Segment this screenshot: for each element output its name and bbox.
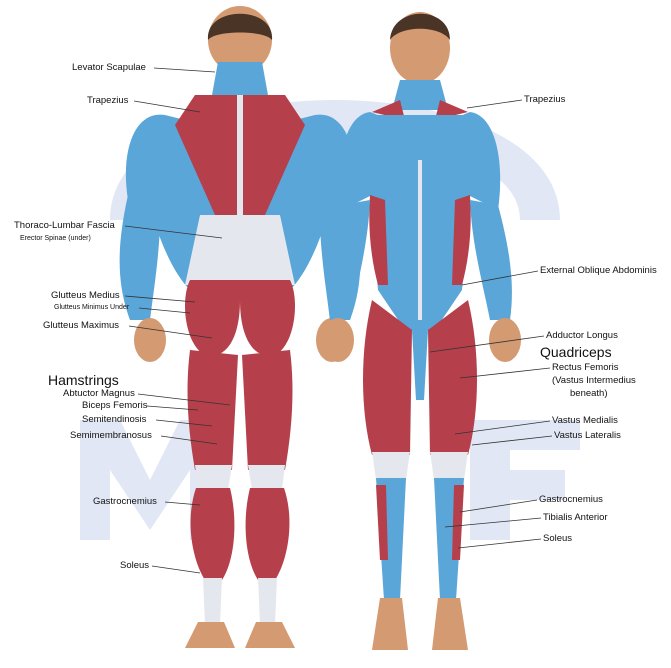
back-left-hand [134,318,166,362]
label-thoraco-lumbar-fascia: Thoraco-Lumbar Fascia [14,221,115,231]
label-levator-scapulae: Levator Scapulae [72,63,146,73]
label-quadriceps-heading: Quadriceps [540,345,612,359]
label-back-gastrocnemius: Gastrocnemius [93,497,157,507]
label-front-gastrocnemius: Gastrocnemius [539,495,603,505]
label-vastus-lateralis: Vastus Lateralis [554,431,621,441]
back-left-arm [120,190,161,320]
label-vastus-intermedius-line1: (Vastus Intermedius [552,376,636,386]
label-adductor-magnus: Abtuctor Magnus [63,389,135,399]
label-semitendinosis: Semitendinosis [82,415,146,425]
label-front-soleus: Soleus [543,534,572,544]
label-gluteus-maximus: Glutteus Maximus [43,321,119,331]
back-left-calf [191,488,235,580]
front-left-gastrocnemius [376,485,388,560]
front-right-foot [432,598,468,650]
back-thoraco-lumbar-fascia [185,215,295,285]
back-left-lower-leg [203,578,222,625]
back-right-knee [248,465,285,490]
back-right-hamstrings [242,350,292,470]
label-biceps-femoris: Biceps Femoris [82,401,147,411]
label-vastus-intermedius-line2: beneath) [570,389,608,399]
label-adductor-longus: Adductor Longus [546,331,618,341]
back-right-foot [245,622,295,648]
label-back-soleus: Soleus [120,561,149,571]
back-left-gluteus [185,280,240,356]
front-linea-alba [418,160,422,320]
front-right-knee [430,452,468,480]
leader-back-soleus [152,566,200,573]
front-left-foot [372,598,408,650]
leader-levator-scapulae [154,68,215,72]
label-back-trapezius: Trapezius [87,96,128,106]
label-external-oblique: External Oblique Abdominis [540,266,657,276]
front-adductor [412,330,428,400]
front-right-arm [470,200,512,320]
leader-front-trapezius [467,100,522,108]
label-erector-spinae: Erector Spinae (under) [20,235,91,242]
back-right-calf [246,488,290,580]
front-left-oblique [369,195,388,285]
label-semimembranosus: Semimembranosus [70,431,152,441]
leader-front-soleus [458,539,541,548]
front-left-hand [322,318,354,362]
front-right-oblique [452,195,471,285]
front-right-gastrocnemius [452,485,464,560]
label-vastus-medialis: Vastus Medialis [552,416,618,426]
back-neck [212,62,268,95]
label-rectus-femoris: Rectus Femoris [552,363,619,373]
label-front-trapezius: Trapezius [524,95,565,105]
back-left-knee [195,465,232,490]
label-tibialis-anterior: Tibialis Anterior [543,513,608,523]
front-left-knee [372,452,410,480]
label-gluteus-medius: Glutteus Medius [51,291,120,301]
back-right-gluteus [240,280,295,356]
label-gluteus-minimus: Glutteus Minimus Under [54,304,129,311]
label-hamstrings-heading: Hamstrings [48,373,119,387]
back-right-lower-leg [258,578,277,625]
back-left-foot [185,622,235,648]
